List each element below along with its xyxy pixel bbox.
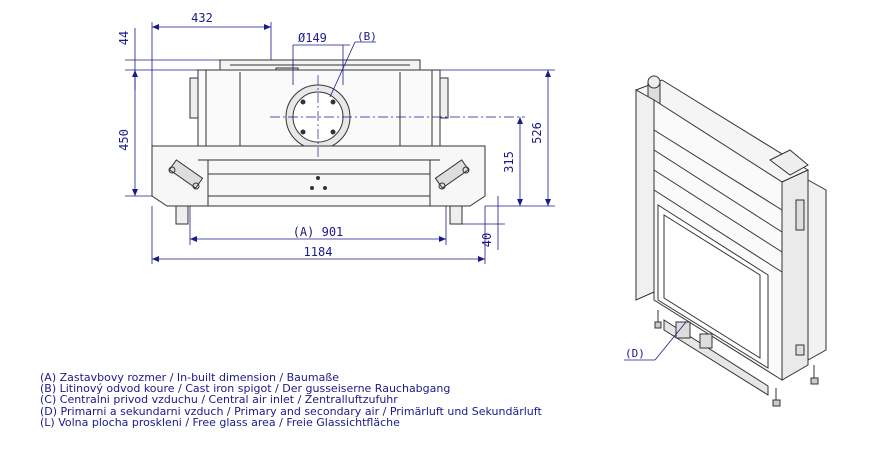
isometric-view — [634, 75, 827, 407]
dim-diameter: Ø149 — [298, 31, 327, 45]
dim-height-main: 450 — [117, 129, 131, 151]
legend-item-d: (D) Primarni a sekundarni vzduch / Prima… — [40, 404, 542, 418]
dim-width-inbuilt: (A) 901 — [293, 225, 344, 239]
foot-right — [449, 205, 463, 225]
legend-item-b: (B) Litinový odvod koure / Cast iron spi… — [40, 382, 451, 396]
dim-base-offset: 40 — [480, 233, 494, 247]
dim-width-total: 1184 — [304, 245, 333, 259]
bracket-right — [434, 159, 470, 190]
legend-item-l: (L) Volna plocha proskleni / Free glass … — [40, 415, 400, 429]
front-view — [151, 59, 486, 225]
dim-height-top: 44 — [117, 31, 131, 45]
lower-housing — [151, 145, 486, 207]
dim-height-total: 526 — [530, 122, 544, 144]
dim-width-top: 432 — [191, 11, 213, 25]
dim-height-spigot: 315 — [502, 151, 516, 173]
legend: (A) Zastavbovy rozmer / In-built dimensi… — [40, 372, 542, 428]
legend-item-c: (C) Centralni privod vzduchu / Central a… — [40, 393, 398, 407]
legend-item-a: (A) Zastavbovy rozmer / In-built dimensi… — [40, 371, 340, 384]
callout-d: (D) — [625, 347, 645, 360]
callout-b: (B) — [357, 30, 377, 43]
foot-left — [175, 205, 189, 225]
bracket-left — [168, 159, 204, 190]
